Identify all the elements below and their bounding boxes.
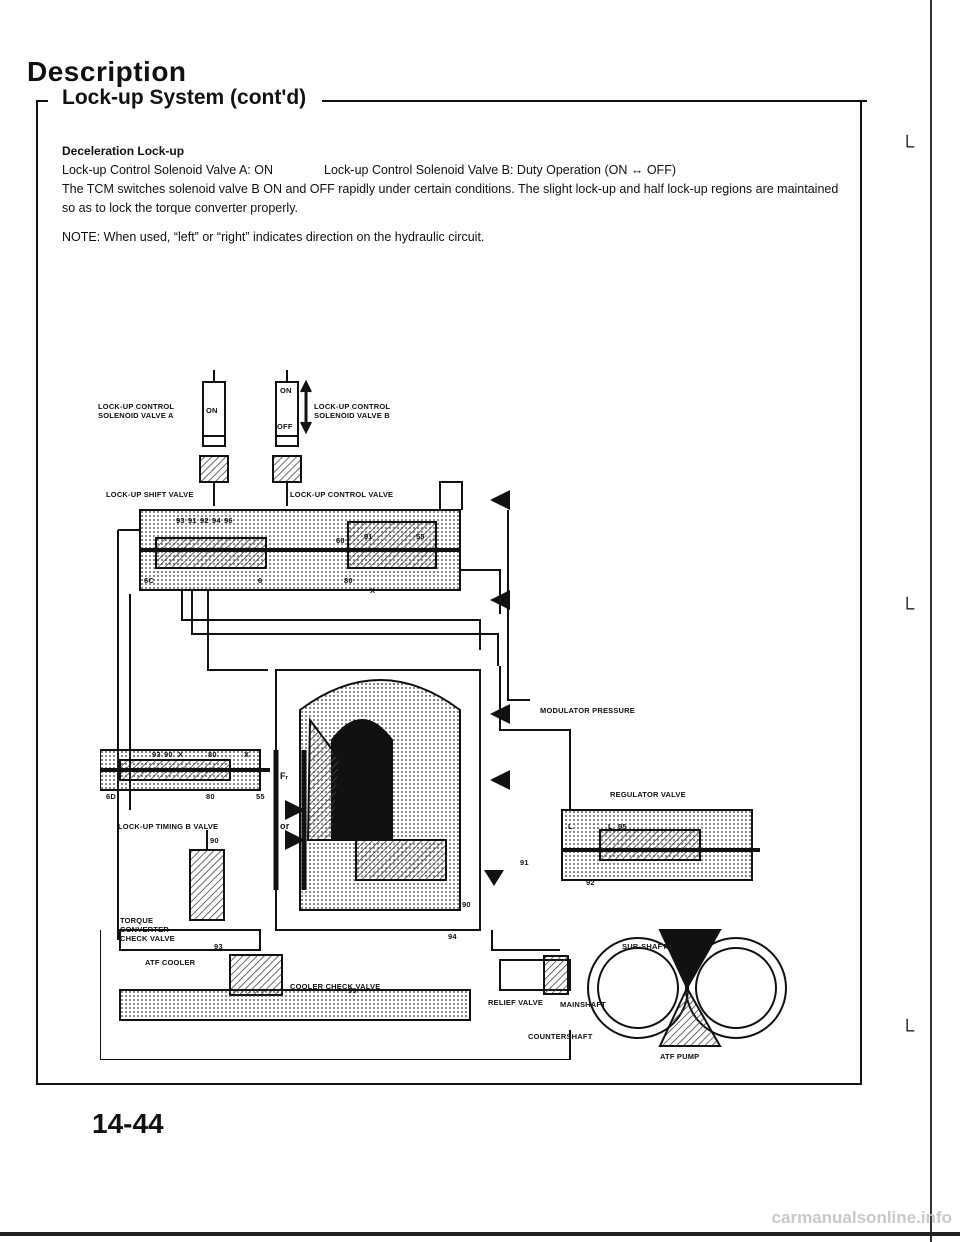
port-label: 93 (214, 942, 223, 951)
relief-valve-label: RELIEF VALVE (488, 998, 544, 1007)
content-frame (36, 101, 862, 1085)
port-label: 6 (258, 576, 263, 585)
shift-valve-label: LOCK-UP SHIFT VALVE (106, 490, 194, 499)
force-fl-label: Fₗ (350, 729, 358, 739)
port-label: 90 (462, 900, 471, 909)
control-valve-label: LOCK-UP CONTROL VALVE (290, 490, 394, 499)
hydraulic-circuit-drawing (99, 370, 787, 1061)
port-label: 93 (152, 750, 161, 759)
description-paragraph: The TCM switches solenoid valve B ON and… (62, 182, 839, 215)
port-label: X (178, 750, 184, 759)
port-label: 94 (212, 516, 221, 525)
section-rule (36, 100, 48, 102)
valve-a-status: Lock-up Control Solenoid Valve A: ON (62, 163, 273, 177)
solenoid-b-state-off: OFF (277, 422, 293, 431)
port-label: 90 (164, 750, 173, 759)
section-title: Lock-up System (cont'd) (62, 86, 307, 109)
port-label: L (608, 822, 613, 831)
or-label: or (280, 821, 290, 831)
port-label: 92 (200, 516, 209, 525)
force-fr-label: Fᵣ (280, 771, 289, 781)
hydraulic-circuit-diagram: LOCK-UP CONTROL SOLENOID VALVE A ON ON O… (98, 370, 790, 1061)
scan-bottom-edge (0, 1232, 960, 1236)
port-label: 60 (336, 536, 345, 545)
atf-cooler-label: ATF COOLER (145, 958, 196, 967)
regulator-valve-label: REGULATOR VALVE (610, 790, 686, 799)
watermark: carmanualsonline.info (771, 1208, 952, 1227)
page-number: 14-44 (92, 1108, 164, 1139)
port-label: 91 (520, 858, 529, 867)
port-label: 55 (416, 532, 425, 541)
mainshaft-label: MAINSHAFT (560, 1000, 606, 1009)
port-label: 94 (448, 932, 457, 941)
page-title: Description (27, 56, 187, 87)
port-label: X (370, 586, 376, 595)
subsection-heading: Deceleration Lock-up (62, 144, 185, 158)
cooler-check-valve-label: COOLER CHECK VALVE (290, 982, 381, 991)
port-label: 93 (176, 516, 185, 525)
note: NOTE: When used, “left” or “right” indic… (62, 230, 485, 244)
solenoid-status-row: Lock-up Control Solenoid Valve A: ON Loc… (62, 161, 852, 180)
binding-mark-icon: └ (900, 598, 915, 620)
scan-edge (930, 0, 932, 1242)
valve-b-status: Lock-up Control Solenoid Valve B: Duty O… (324, 163, 676, 177)
port-label: X (244, 750, 250, 759)
port-label: 55 (256, 792, 265, 801)
binding-mark-icon: └ (900, 1020, 915, 1042)
port-label: 99 (348, 986, 357, 995)
solenoid-b-state-on: ON (280, 386, 292, 395)
description-text: Deceleration Lock-up Lock-up Control Sol… (62, 142, 852, 247)
solenoid-b-label: LOCK-UP CONTROL SOLENOID VALVE B (314, 402, 391, 420)
timing-b-valve-label: LOCK-UP TIMING B VALVE (118, 822, 219, 831)
port-label: 6C (144, 576, 154, 585)
solenoid-a-label: LOCK-UP CONTROL SOLENOID VALVE A (98, 402, 175, 420)
port-label: 80 (208, 750, 217, 759)
port-label: 92 (586, 878, 595, 887)
port-label: 80 (344, 576, 353, 585)
sub-shaft-label: SUB-SHAFT (622, 942, 668, 951)
binding-mark-icon: └ (900, 136, 915, 158)
port-label: L (568, 822, 573, 831)
port-label: 6D (106, 792, 116, 801)
atf-pump-label: ATF PUMP (660, 1052, 700, 1061)
port-label: 80 (206, 792, 215, 801)
port-label: 96 (224, 516, 233, 525)
solenoid-a-state: ON (206, 406, 218, 415)
torque-converter-check-valve-label: TORQUE CONVERTER CHECK VALVE (120, 916, 175, 943)
port-label: 91 (364, 532, 373, 541)
section-rule (322, 100, 867, 102)
port-label: 91 (188, 516, 197, 525)
countershaft-label: COUNTERSHAFT (528, 1032, 593, 1041)
port-label: 90 (210, 836, 219, 845)
port-label: 95 (618, 822, 627, 831)
modulator-pressure-label: MODULATOR PRESSURE (540, 706, 635, 715)
